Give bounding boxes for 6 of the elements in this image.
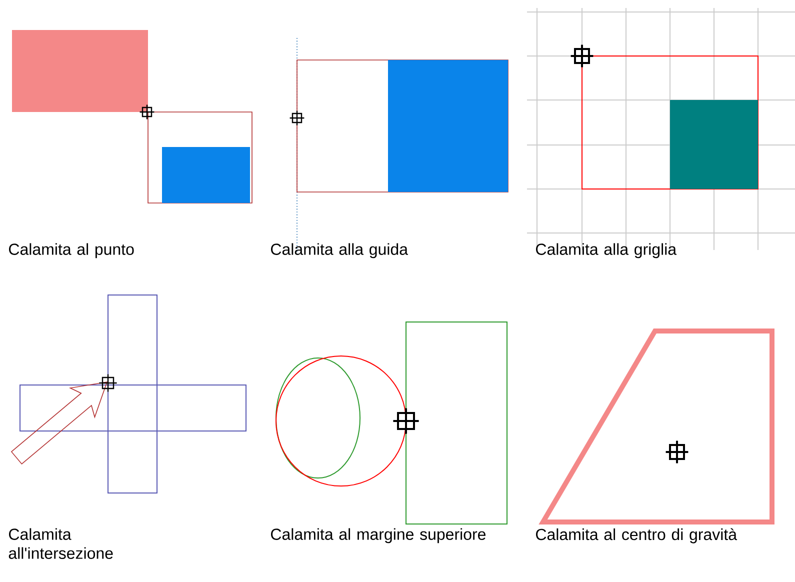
caption: Calamita alla griglia [536, 243, 677, 258]
caption: Calamita al centro di gravità [536, 528, 738, 544]
caption: Calamita al punto [9, 243, 134, 258]
caption: Calamita al margine superiore [271, 528, 486, 544]
caption: Calamita all'intersezione [8, 528, 113, 559]
caption: Calamita alla guida [271, 243, 408, 258]
